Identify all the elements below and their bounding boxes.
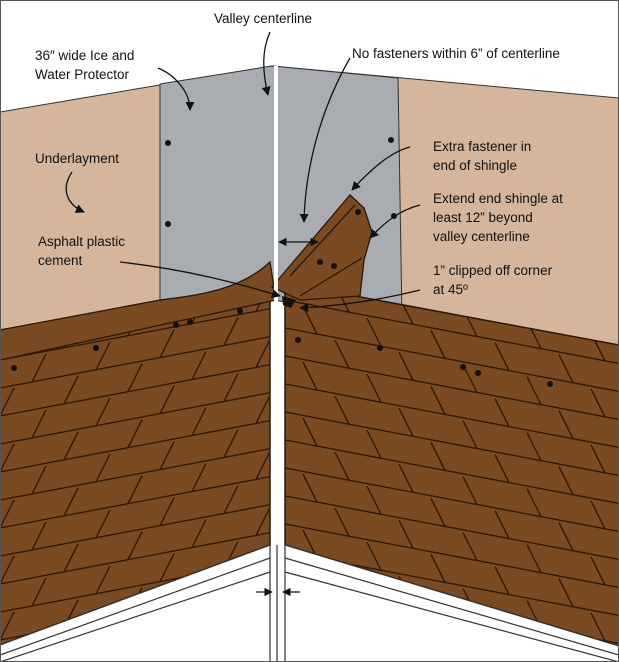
label-ice-water-2: Water Protector [35,67,130,82]
left-top-course [0,260,277,361]
label-asphalt-1: Asphalt plastic [38,234,125,249]
label-extend-2: least 12” beyond [433,210,533,225]
label-extend-3: valley centerline [433,229,530,244]
label-clipped-2: at 45º [433,282,468,297]
label-ice-water-1: 36″ wide Ice and [35,48,134,63]
labels: Valley centerline 36″ wide Ice and Water… [35,11,563,297]
label-asphalt-2: cement [38,253,83,268]
label-extend-1: Extend end shingle at [433,191,563,206]
shingle-fasteners [11,308,553,387]
label-extra-fastener-2: end of shingle [433,158,517,173]
dimension-arrows [256,237,319,597]
label-clipped-1: 1” clipped off corner [433,263,553,278]
asphalt-plastic-cement [282,296,296,308]
label-extra-fastener-1: Extra fastener in [433,139,531,154]
extended-end-shingle [270,194,373,301]
label-no-fasteners: No fasteners within 6” of centerline [352,46,560,61]
label-valley-centerline: Valley centerline [214,11,312,26]
label-underlayment: Underlayment [35,151,119,166]
fascia-trim [0,544,619,662]
leader-arrows [65,31,421,313]
